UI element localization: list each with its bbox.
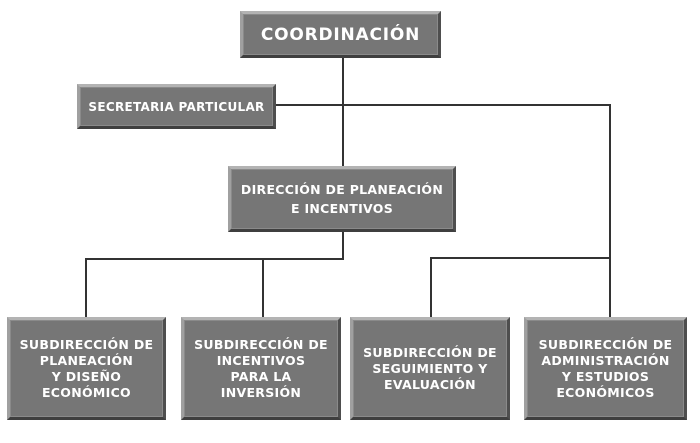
- connector-to-seguimiento: [430, 257, 432, 319]
- connector-to-administracion: [609, 257, 611, 319]
- planning-direction-box: DIRECCIÓN DE PLANEACIÓN E INCENTIVOS: [228, 166, 456, 232]
- subdirection-administracion-label: SUBDIRECCIÓN DE ADMINISTRACIÓN Y ESTUDIO…: [538, 336, 673, 400]
- coordination-label: COORDINACIÓN: [260, 24, 421, 45]
- connector-left-branch-horizontal: [85, 258, 344, 260]
- connector-secretary-horizontal: [274, 104, 611, 106]
- subdirection-planeacion-label: SUBDIRECCIÓN DE PLANEACIÓN Y DISEÑO ECON…: [19, 336, 154, 400]
- private-secretary-label: SECRETARIA PARTICULAR: [88, 99, 265, 114]
- subdirection-seguimiento-label: SUBDIRECCIÓN DE SEGUIMIENTO Y EVALUACIÓN: [363, 344, 497, 392]
- connector-direction-down: [342, 230, 344, 260]
- connector-to-incentivos: [262, 258, 264, 318]
- subdirection-seguimiento-box: SUBDIRECCIÓN DE SEGUIMIENTO Y EVALUACIÓN: [350, 317, 510, 420]
- connector-to-planeacion: [85, 258, 87, 318]
- connector-right-branch-horizontal: [430, 257, 611, 259]
- connector-coordination-trunk: [342, 56, 344, 168]
- subdirection-administracion-box: SUBDIRECCIÓN DE ADMINISTRACIÓN Y ESTUDIO…: [524, 317, 687, 420]
- connector-right-vertical: [609, 104, 611, 259]
- subdirection-planeacion-box: SUBDIRECCIÓN DE PLANEACIÓN Y DISEÑO ECON…: [7, 317, 166, 420]
- coordination-box: COORDINACIÓN: [240, 11, 441, 58]
- subdirection-incentivos-label: SUBDIRECCIÓN DE INCENTIVOS PARA LA INVER…: [194, 336, 328, 400]
- planning-direction-label: DIRECCIÓN DE PLANEACIÓN E INCENTIVOS: [240, 182, 444, 216]
- subdirection-incentivos-box: SUBDIRECCIÓN DE INCENTIVOS PARA LA INVER…: [181, 317, 341, 420]
- private-secretary-box: SECRETARIA PARTICULAR: [77, 84, 276, 129]
